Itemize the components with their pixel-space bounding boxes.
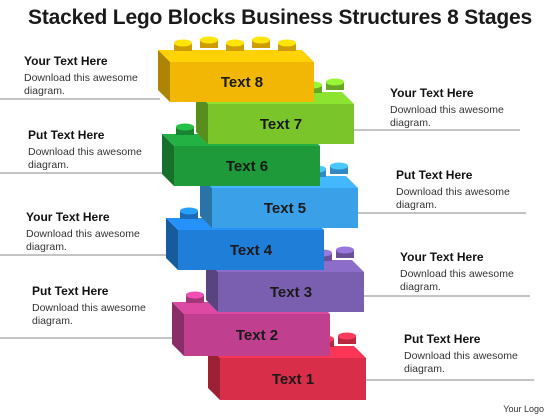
annotation-body: Download this awesome diagram. — [400, 268, 514, 293]
annotation-body: Download this awesome diagram. — [404, 350, 518, 375]
annotation-heading: Your Text Here — [26, 210, 110, 224]
block-stud — [336, 250, 354, 258]
block-label: Text 2 — [236, 327, 278, 344]
block-front-face — [212, 188, 358, 228]
annotation-heading: Your Text Here — [24, 54, 108, 68]
footer-logo-text: Your Logo — [503, 404, 544, 414]
annotation-body: Download this awesome diagram. — [28, 146, 142, 171]
right-annotation-4: Put Text Here Download this awesome diag… — [404, 332, 554, 376]
left-annotation-4: Put Text Here Download this awesome diag… — [32, 284, 182, 328]
annotation-body: Download this awesome diagram. — [32, 302, 146, 327]
block-stud-top — [336, 246, 354, 254]
annotation-heading: Put Text Here — [396, 168, 473, 182]
block-stud-top — [186, 291, 204, 299]
block-label: Text 8 — [221, 74, 263, 91]
block-stud — [278, 43, 296, 51]
block-front-face — [184, 314, 330, 356]
block-label: Text 6 — [226, 158, 268, 175]
block-stud-top — [326, 78, 344, 86]
block-side-face — [206, 260, 218, 312]
annotation-heading: Your Text Here — [390, 86, 474, 100]
page-title: Stacked Lego Blocks Business Structures … — [28, 6, 532, 29]
block-front-face — [174, 146, 320, 186]
block-side-face — [158, 50, 170, 102]
block-label: Text 7 — [260, 116, 302, 133]
block-stud — [326, 82, 344, 90]
block-side-face — [172, 302, 184, 356]
block-front-face — [208, 104, 354, 144]
block-front-face — [218, 272, 364, 312]
block-stud-top — [252, 36, 270, 44]
block-stud — [338, 336, 356, 344]
block-side-face — [200, 176, 212, 228]
block-label: Text 1 — [272, 371, 314, 388]
block-top-face — [158, 50, 314, 62]
left-annotation-2: Put Text Here Download this awesome diag… — [28, 128, 178, 172]
annotation-heading: Put Text Here — [28, 128, 105, 142]
left-annotation-1: Your Text Here Download this awesome dia… — [24, 54, 174, 98]
annotation-body: Download this awesome diagram. — [26, 228, 140, 253]
block-front-face — [220, 358, 366, 400]
block-stud — [252, 40, 270, 48]
block-stud-top — [200, 36, 218, 44]
right-annotation-2: Put Text Here Download this awesome diag… — [396, 168, 546, 212]
annotation-body: Download this awesome diagram. — [24, 72, 138, 97]
block-stud — [180, 211, 198, 219]
block-stud — [200, 40, 218, 48]
block-front-face — [178, 230, 324, 270]
right-annotation-1: Your Text Here Download this awesome dia… — [390, 86, 540, 130]
block-stud — [330, 166, 348, 174]
block-stud — [186, 295, 204, 303]
block-stud-top — [176, 123, 194, 131]
block-stud-top — [338, 332, 356, 340]
block-front-face — [170, 62, 314, 102]
block-side-face — [196, 92, 208, 144]
right-annotation-3: Your Text Here Download this awesome dia… — [400, 250, 550, 294]
block-stud — [174, 43, 192, 51]
annotation-heading: Put Text Here — [404, 332, 481, 346]
annotation-heading: Your Text Here — [400, 250, 484, 264]
block-stud-top — [278, 39, 296, 47]
block-stud — [226, 43, 244, 51]
block-side-face — [166, 218, 178, 270]
block-stud-top — [226, 39, 244, 47]
annotation-body: Download this awesome diagram. — [396, 186, 510, 211]
block-stud — [176, 127, 194, 135]
block-label: Text 5 — [264, 200, 306, 217]
block-side-face — [208, 346, 220, 400]
block-label: Text 3 — [270, 284, 312, 301]
annotation-body: Download this awesome diagram. — [390, 104, 504, 129]
block-label: Text 4 — [230, 242, 273, 259]
lego-block-8: Text 8 — [158, 36, 314, 102]
block-stud-top — [330, 162, 348, 170]
block-side-face — [162, 134, 174, 186]
block-stud-top — [180, 207, 198, 215]
annotation-heading: Put Text Here — [32, 284, 109, 298]
block-stud-top — [174, 39, 192, 47]
left-annotation-3: Your Text Here Download this awesome dia… — [26, 210, 176, 254]
